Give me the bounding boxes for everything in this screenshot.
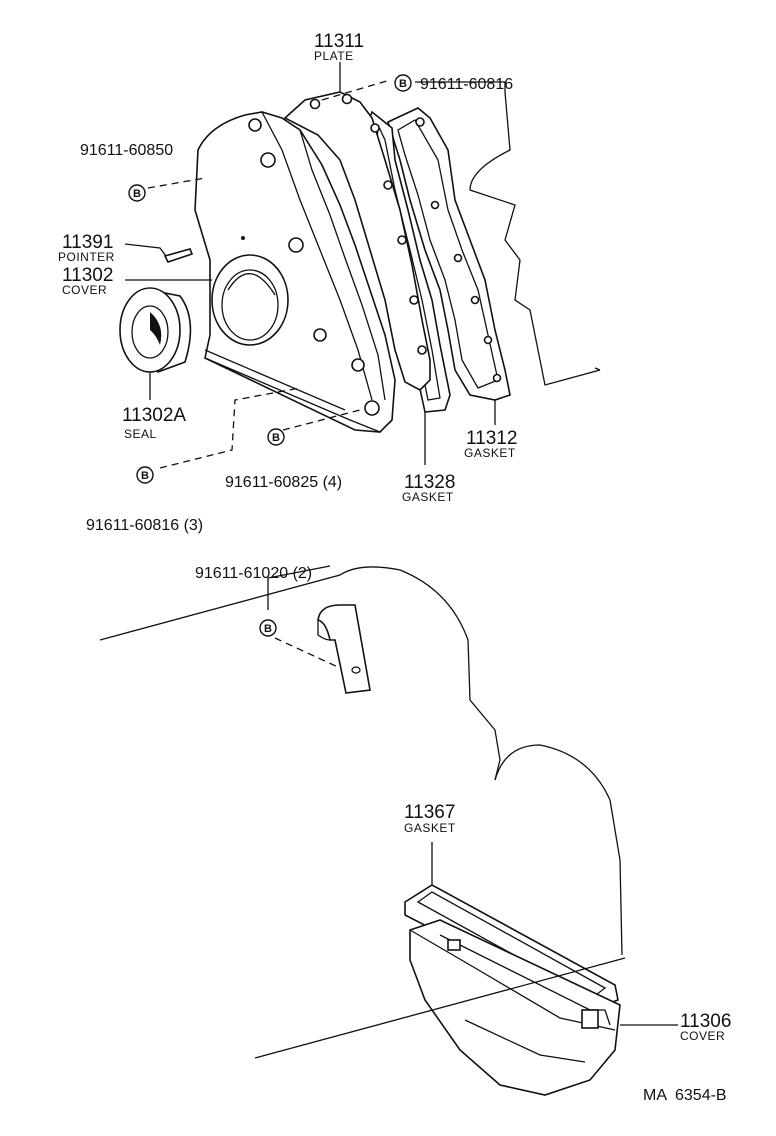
seal-11302A — [119, 287, 192, 374]
bolt-marker-label: B — [133, 188, 141, 200]
part-name-plate: PLATE — [314, 49, 354, 63]
part-number-91611-61020: 91611-61020 (2) — [195, 565, 312, 582]
part-number-11367: 11367 — [404, 802, 455, 823]
part-number-11306: 11306 — [680, 1011, 731, 1032]
part-name-gasket-11328: GASKET — [402, 490, 454, 504]
part-number-11311: 11311 — [314, 31, 364, 52]
part-name-pointer: POINTER — [58, 250, 115, 264]
leader-lines-upper — [124, 62, 506, 469]
part-name-gasket-11367: GASKET — [404, 821, 456, 835]
part-number-91611-60816-3: 91611-60816 (3) — [86, 517, 203, 534]
part-number-11328: 11328 — [404, 472, 455, 493]
bolt-marker-label: B — [272, 432, 280, 444]
bolt-marker-icon: B — [394, 74, 412, 92]
bolt-marker-icon: B — [128, 184, 146, 202]
leader-lines-lower — [254, 565, 626, 1059]
lower-engine-outline — [99, 566, 623, 956]
part-number-91611-60825: 91611-60825 (4) — [225, 474, 342, 491]
bolt-marker-icon: B — [136, 466, 154, 484]
part-name-gasket-11312: GASKET — [464, 446, 516, 460]
bolt-marker-icon: B — [259, 619, 277, 637]
drawing-id: MA 6354-B — [643, 1087, 727, 1104]
lower-cover-11306 — [409, 919, 678, 1096]
part-number-11312: 11312 — [466, 428, 517, 449]
gasket-11312 — [387, 107, 511, 401]
part-number-11302: 11302 — [62, 265, 113, 286]
part-name-cover-11306: COVER — [680, 1029, 725, 1043]
part-number-91611-60850: 91611-60850 — [80, 142, 173, 159]
plate-11311 — [283, 91, 431, 391]
engine-block-outline — [469, 91, 601, 386]
timing-cover-11302 — [194, 111, 396, 433]
part-name-seal: SEAL — [124, 427, 157, 441]
bolt-marker-icon: B — [267, 428, 285, 446]
part-number-11302A: 11302A — [122, 405, 186, 426]
pointer-11391 — [163, 248, 194, 263]
part-number-91611-60816: 91611-60816 — [420, 76, 513, 93]
bolt-marker-label: B — [141, 470, 149, 482]
bracket — [274, 604, 371, 694]
bolt-marker-label: B — [399, 78, 407, 90]
bolt-marker-label: B — [264, 623, 272, 635]
part-name-cover: COVER — [62, 283, 107, 297]
part-number-11391: 11391 — [62, 232, 113, 253]
